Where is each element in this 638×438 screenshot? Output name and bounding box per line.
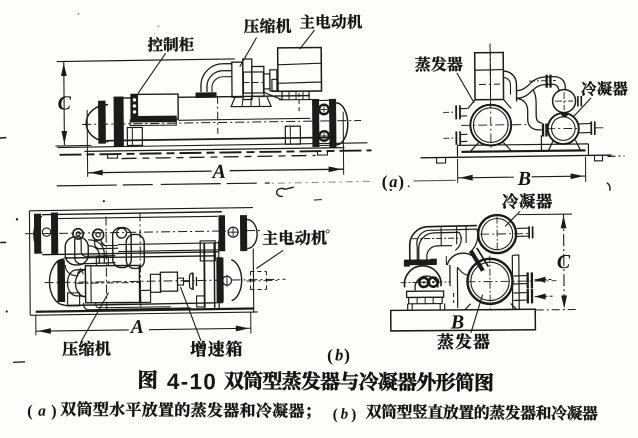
svg-text:A: A (211, 161, 227, 183)
svg-text:(: ( (27, 401, 33, 420)
svg-text:): ) (51, 401, 57, 420)
svg-text:b: b (341, 407, 349, 423)
svg-text:(: ( (333, 406, 338, 423)
svg-text:4-10: 4-10 (167, 369, 217, 394)
svg-text:B: B (450, 311, 465, 333)
svg-text:): ) (398, 171, 404, 191)
svg-text:(: ( (382, 171, 388, 191)
svg-text:a: a (38, 403, 46, 420)
svg-text:a: a (389, 172, 397, 191)
svg-text:b: b (335, 345, 343, 364)
svg-text:C: C (557, 251, 571, 273)
svg-text:): ) (351, 406, 356, 423)
svg-text:°: ° (325, 226, 330, 241)
svg-text:(: ( (327, 345, 333, 365)
svg-text:A: A (129, 317, 144, 338)
svg-text:C: C (57, 92, 71, 114)
svg-text:): ) (344, 345, 350, 365)
svg-text:B: B (517, 168, 532, 190)
